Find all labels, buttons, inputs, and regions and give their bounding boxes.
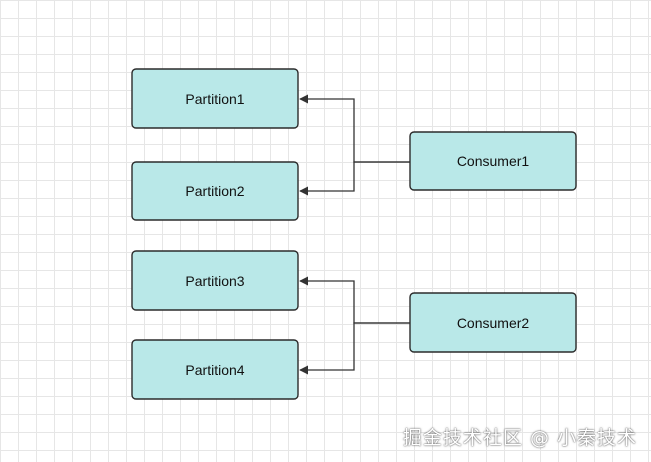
consumer-label: Consumer2 [457,315,530,331]
connector-consumer2-partition4 [299,322,410,375]
partition-label: Partition3 [185,273,244,289]
consumer-node-2[interactable]: Consumer2 [409,292,577,353]
partition-node-4[interactable]: Partition4 [131,339,299,400]
partition-label: Partition4 [185,362,244,378]
partition-label: Partition1 [185,91,244,107]
partition-node-1[interactable]: Partition1 [131,68,299,129]
consumer-label: Consumer1 [457,153,530,169]
connectors [299,94,410,375]
connector-consumer1-partition2 [299,161,410,196]
partition-node-3[interactable]: Partition3 [131,250,299,311]
partition-label: Partition2 [185,183,244,199]
partition-node-2[interactable]: Partition2 [131,161,299,221]
connector-consumer1-partition1 [299,94,410,163]
watermark: 掘金技术社区 @ 小秦技术 [402,427,637,449]
connector-consumer2-partition3 [299,276,410,324]
consumer-node-1[interactable]: Consumer1 [409,131,577,191]
